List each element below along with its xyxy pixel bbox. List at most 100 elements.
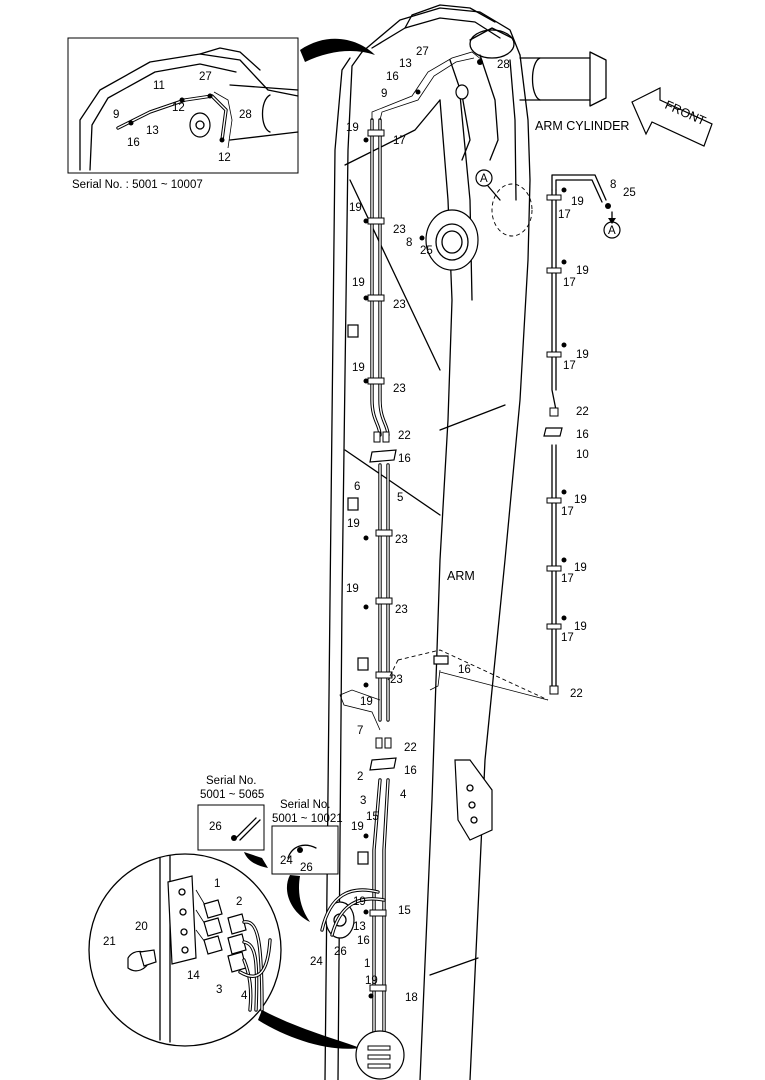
callout: 19 (352, 362, 365, 374)
callout: 19 (347, 518, 360, 530)
callout: 17 (558, 209, 571, 221)
callout: 7 (357, 725, 363, 737)
callout: 16 (458, 664, 471, 676)
callout: 23 (390, 674, 403, 686)
arm-cylinder-label: ARM CYLINDER (535, 119, 629, 133)
callout: 12 (172, 102, 185, 114)
callout: 10 (576, 449, 589, 461)
callout: 19 (574, 494, 587, 506)
arm-cylinder (469, 27, 607, 107)
callout: 11 (153, 80, 165, 92)
callout: 3 (360, 795, 366, 807)
inset-top-pointer (300, 38, 375, 62)
callout: 23 (395, 534, 408, 546)
callout: 6 (354, 481, 360, 493)
callout: 17 (563, 277, 576, 289)
main-clamps (363, 59, 483, 999)
callout: 19 (574, 562, 587, 574)
callout: 17 (561, 632, 574, 644)
callout: 19 (574, 621, 587, 633)
callout: 19 (352, 277, 365, 289)
callout: 5 (397, 492, 403, 504)
side-pipe (387, 174, 611, 701)
callout: 8 (610, 179, 616, 191)
callout: 19 (571, 196, 584, 208)
callout: 23 (395, 604, 408, 616)
inset-top-caption: Serial No. : 5001 ~ 10007 (72, 179, 203, 191)
callout: 16 (576, 429, 589, 441)
callout: 28 (239, 109, 252, 121)
callout: 16 (127, 137, 140, 149)
callout: 8 (406, 237, 412, 249)
marker-a (475, 169, 621, 239)
serial-b-caption-2: 5001 ~ 10021 (272, 813, 343, 825)
callout: 19 (365, 975, 378, 987)
callout: 20 (135, 921, 148, 933)
callout: 13 (399, 58, 412, 70)
callout: 19 (576, 265, 589, 277)
callout: 17 (561, 573, 574, 585)
callout: 19 (576, 349, 589, 361)
callout: 22 (398, 430, 411, 442)
callout: 3 (216, 984, 222, 996)
callout: 26 (300, 862, 313, 874)
callout: 19 (346, 583, 359, 595)
serial-a-caption-1: Serial No. (206, 775, 257, 787)
callout: 4 (400, 789, 407, 801)
callout: 1 (364, 958, 370, 970)
callout: 16 (404, 765, 417, 777)
callout: 4 (241, 990, 248, 1002)
callout: 2 (357, 771, 363, 783)
serial-b-pointer (286, 875, 310, 922)
callout: 15 (398, 905, 411, 917)
callout: 22 (404, 742, 417, 754)
callout: 13 (353, 921, 366, 933)
serial-a-caption-2: 5001 ~ 5065 (200, 789, 264, 801)
detail-pointer (258, 1010, 360, 1049)
callout: 27 (416, 46, 429, 58)
serial-a-pointer (244, 852, 268, 868)
detail-source-circle (355, 1030, 405, 1080)
inset-top-box (67, 37, 299, 174)
callout: 9 (113, 109, 119, 121)
callout: 25 (420, 245, 433, 257)
callout: 17 (563, 360, 576, 372)
marker-a-label-1: A (480, 173, 488, 185)
callout: 26 (334, 946, 347, 958)
callout: 9 (381, 88, 387, 100)
callout: 23 (393, 383, 406, 395)
arm-structure (324, 4, 533, 1080)
callout: 14 (187, 970, 200, 982)
callout: 12 (218, 152, 231, 164)
callout: 16 (398, 453, 411, 465)
callout: 19 (349, 202, 362, 214)
callout: 1 (214, 878, 220, 890)
callout: 17 (393, 135, 406, 147)
main-hose-lines (320, 51, 483, 1042)
callout: 22 (576, 406, 589, 418)
arm-label: ARM (447, 569, 475, 583)
callout: 25 (623, 187, 636, 199)
callout: 19 (353, 896, 366, 908)
serial-box-b (271, 825, 339, 875)
serial-b-caption-1: Serial No. (280, 799, 331, 811)
callout: 27 (199, 71, 212, 83)
callout: 19 (360, 696, 373, 708)
callout: 17 (561, 506, 574, 518)
callout: 28 (497, 59, 510, 71)
marker-a-label-2: A (608, 225, 616, 237)
callout: 24 (280, 855, 293, 867)
callout: 2 (236, 896, 242, 908)
callout: 26 (209, 821, 222, 833)
detail-circle (88, 853, 282, 1047)
callout: 16 (386, 71, 399, 83)
callout: 21 (103, 936, 116, 948)
callout: 19 (351, 821, 364, 833)
callout: 13 (146, 125, 159, 137)
front-arrow (631, 87, 713, 147)
callout: 16 (357, 935, 370, 947)
callout: 18 (405, 992, 418, 1004)
callout: 23 (393, 224, 406, 236)
serial-box-a (197, 804, 265, 851)
